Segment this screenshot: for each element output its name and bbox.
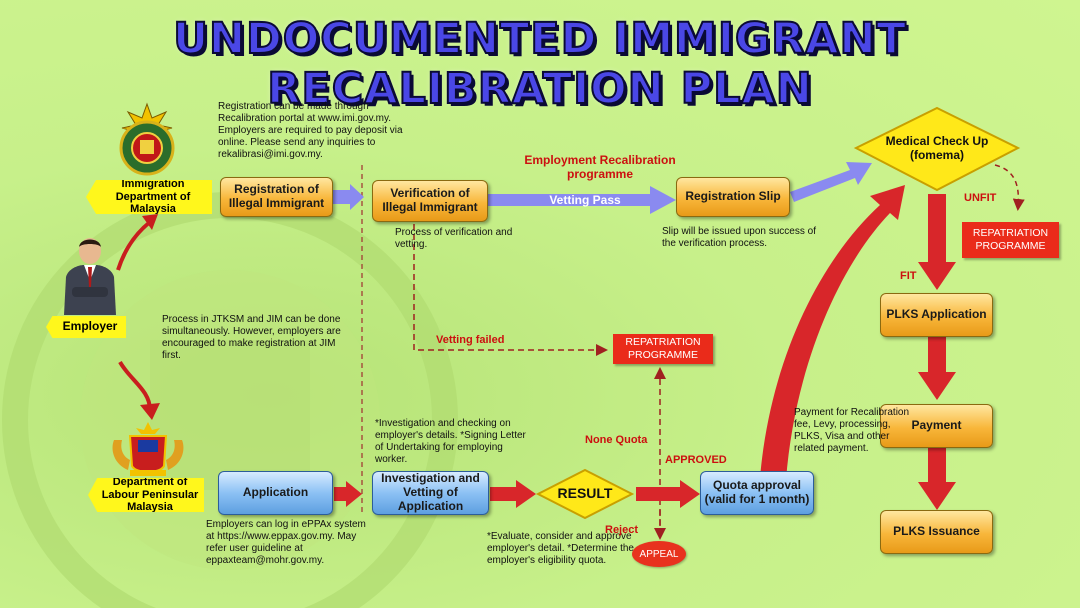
registration-slip-box: Registration Slip [676, 177, 790, 217]
medical-check-up-label: Medical Check Up (fomema) [885, 134, 989, 163]
immigration-emblem-icon [110, 100, 185, 180]
employment-recalibration-label: Employment Recalibration programme [524, 153, 676, 181]
page-title: UNDOCUMENTED IMMIGRANT RECALIBRATION PLA… [172, 13, 907, 115]
malaysia-coat-of-arms-icon [108, 420, 188, 480]
unfit-label: UNFIT [964, 192, 997, 204]
result-label: RESULT [557, 485, 613, 501]
verification-note: Process of verification and vetting. [395, 227, 513, 250]
immigration-department-label: Immigration Department of Malaysia [86, 180, 212, 214]
investigation-note: *Investigation and checking on employer'… [375, 418, 526, 465]
plks-application-box: PLKS Application [880, 293, 993, 337]
investigation-box: Investigation and Vetting of Application [372, 471, 489, 515]
employer-label: Employer [46, 316, 126, 338]
reject-label: Reject [605, 524, 639, 536]
vetting-pass-label: Vetting Pass [549, 193, 621, 207]
registration-box: Registration of Illegal Immigrant [220, 177, 333, 217]
verification-box: Verification of Illegal Immigrant [372, 180, 488, 222]
plks-issuance-box: PLKS Issuance [880, 510, 993, 554]
businessman-icon [60, 235, 120, 315]
repatriation-programme-mid: REPATRIATION PROGRAMME [613, 334, 713, 364]
application-note: Employers can log in ePPAx system at htt… [206, 519, 366, 566]
approved-label: APPROVED [665, 454, 727, 466]
slip-note: Slip will be issued upon success of the … [662, 226, 816, 249]
payment-box: Payment [880, 404, 993, 448]
quota-approval-box: Quota approval (valid for 1 month) [700, 471, 814, 515]
registration-note: Registration can be made through Recalib… [218, 101, 403, 160]
application-box: Application [218, 471, 333, 515]
appeal-badge: APPEAL [632, 541, 686, 567]
employer-note: Process in JTKSM and JIM can be done sim… [162, 314, 341, 361]
payment-note: Payment for Recalibration fee, Levy, pro… [794, 407, 910, 454]
result-note: *Evaluate, consider and approve employer… [487, 531, 634, 566]
none-quota-label: None Quota [585, 434, 648, 446]
fit-label: FIT [900, 270, 917, 282]
vetting-failed-label: Vetting failed [436, 334, 505, 346]
labour-department-label: Department of Labour Peninsular Malaysia [88, 478, 204, 512]
repatriation-programme-top: REPATRIATION PROGRAMME [962, 222, 1059, 258]
